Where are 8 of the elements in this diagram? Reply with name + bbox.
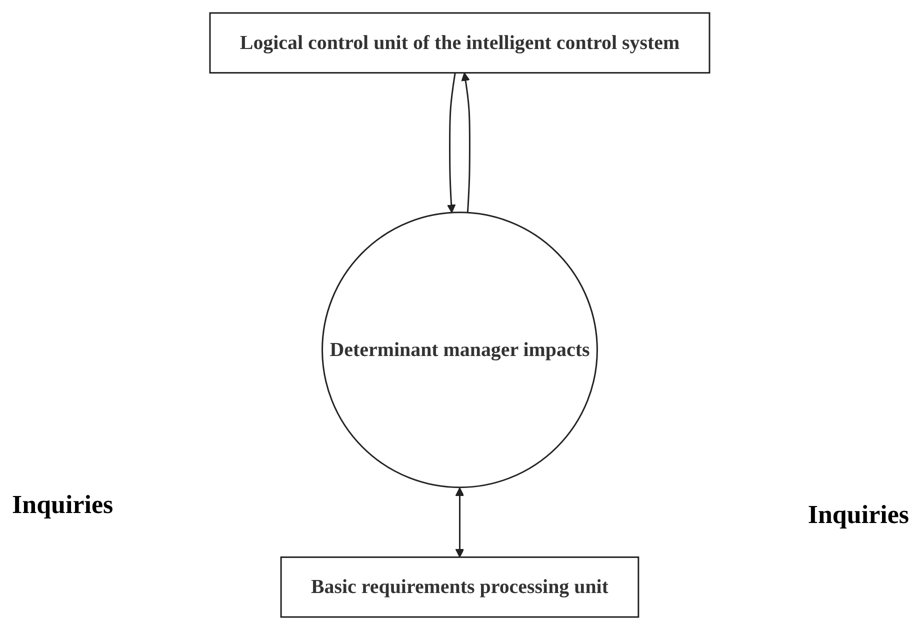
side-note: Inquiries (808, 500, 909, 530)
node-circle: Determinant manager impacts (322, 212, 598, 488)
node-box: Logical control unit of the intelligent control system (210, 12, 710, 74)
arrow (447, 72, 456, 214)
node-box: Basic requirements processing unit (280, 556, 640, 618)
side-note: Inquiries (12, 490, 114, 520)
arrow (456, 487, 464, 558)
arrow (461, 72, 471, 213)
